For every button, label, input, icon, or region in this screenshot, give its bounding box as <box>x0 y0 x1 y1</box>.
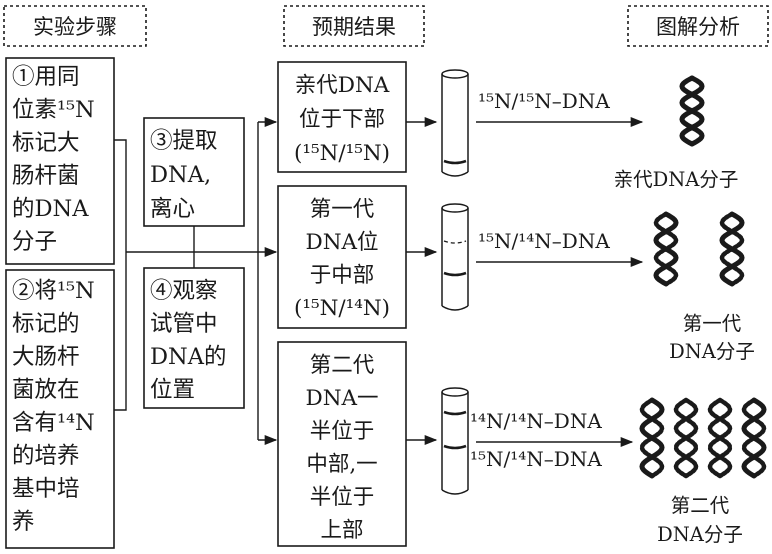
label-gen2-hybrid-dna: ¹⁵N/¹⁴N–DNA <box>470 447 602 471</box>
dna-band-upper <box>443 410 467 416</box>
step3-text: ③提取 DNA, 离心 <box>150 128 218 222</box>
label-parent-dna: ¹⁵N/¹⁵N–DNA <box>478 89 610 113</box>
step4-line: 位置 <box>150 377 195 403</box>
connectors <box>114 116 278 446</box>
step2-line: 含有¹⁴N <box>12 410 95 436</box>
step1-line: 肠杆菌 <box>12 163 80 189</box>
result-parent-line: 亲代DNA <box>295 73 390 98</box>
dna-helix-light <box>673 397 699 479</box>
caption-parent: 亲代DNA分子 <box>614 168 739 191</box>
label-gen2-light-dna: ¹⁴N/¹⁴N–DNA <box>470 409 602 433</box>
header-steps-label: 实验步骤 <box>33 15 117 39</box>
step2-text: ②将¹⁵N 标记的 大肠杆 菌放在 含有¹⁴N 的培养 基中培 养 <box>12 278 95 535</box>
dna-helix-hybrid <box>653 211 679 287</box>
result-gen1-line: (¹⁵N/¹⁴N) <box>294 296 390 321</box>
result-gen2-line: 中部,一 <box>306 452 377 477</box>
dna-band-heavy <box>443 159 467 165</box>
step1-line: ①用同 <box>12 64 80 90</box>
step1-line: 标记大 <box>12 130 80 156</box>
result-gen2-line: 上部 <box>320 518 363 543</box>
dna-helix-hybrid <box>639 397 665 479</box>
result-gen2-line: 第二代 <box>310 353 375 378</box>
result-parent-line: 位于下部 <box>299 107 385 132</box>
result-gen1-box <box>277 185 407 329</box>
step2-line: 菌放在 <box>12 377 80 403</box>
dna-band-middle <box>443 444 467 450</box>
result-gen1-line: DNA位 <box>305 230 378 255</box>
step3-line: ③提取 <box>150 128 218 154</box>
header-steps: 实验步骤 <box>3 5 147 47</box>
caption-gen2-line1: 第二代 <box>671 494 730 517</box>
result-gen2-line: 半位于 <box>310 485 375 510</box>
step2-line: 的培养 <box>12 443 80 469</box>
header-analysis-label: 图解分析 <box>656 15 740 39</box>
step2-box <box>5 269 115 549</box>
header-results: 预期结果 <box>283 5 425 47</box>
result-gen1-text: 第一代 DNA位 于中部 (¹⁵N/¹⁴N) <box>294 197 390 321</box>
dna-helices <box>639 75 767 479</box>
label-gen1-dna: ¹⁵N/¹⁴N–DNA <box>478 229 610 253</box>
result-gen1-line: 于中部 <box>310 263 375 288</box>
result-gen2-line: DNA一 <box>305 386 378 411</box>
header-analysis: 图解分析 <box>627 5 769 47</box>
step4-text: ④观察 试管中 DNA的 位置 <box>150 278 226 403</box>
result-parent-text: 亲代DNA 位于下部 (¹⁵N/¹⁵N) <box>294 73 390 166</box>
dna-helix-hybrid <box>741 397 767 479</box>
step3-line: DNA, <box>150 162 211 188</box>
dna-band-middle <box>443 271 467 277</box>
step2-line: 养 <box>12 509 35 535</box>
header-results-label: 预期结果 <box>312 15 396 39</box>
result-gen2-line: 半位于 <box>310 419 375 444</box>
result-parent-box <box>277 61 407 173</box>
step2-line: ②将¹⁵N <box>12 278 95 304</box>
caption-gen1-line1: 第一代 <box>683 312 742 335</box>
test-tube-parent <box>441 69 469 177</box>
test-tube-gen1 <box>441 203 469 311</box>
dna-helix-heavy <box>679 75 705 147</box>
step2-line: 大肠杆 <box>12 344 80 370</box>
step4-line: ④观察 <box>150 278 218 304</box>
step1-line: 位素¹⁵N <box>12 97 95 123</box>
caption-gen1-line2: DNA分子 <box>669 340 755 363</box>
step4-line: DNA的 <box>150 344 226 370</box>
dna-helix-light <box>707 397 733 479</box>
step4-line: 试管中 <box>150 311 218 337</box>
step1-text: ①用同 位素¹⁵N 标记大 肠杆菌 的DNA 分子 <box>12 64 95 255</box>
result-gen1-line: 第一代 <box>310 197 375 222</box>
step1-line: 分子 <box>12 229 57 255</box>
bracket-line <box>114 139 127 411</box>
step2-line: 标记的 <box>12 311 80 337</box>
result-gen2-text: 第二代 DNA一 半位于 中部,一 半位于 上部 <box>305 353 378 543</box>
step1-line: 的DNA <box>12 196 89 222</box>
test-tube-gen2 <box>441 387 469 495</box>
step1-box <box>5 57 115 265</box>
step2-line: 基中培 <box>12 476 80 502</box>
step3-line: 离心 <box>150 196 195 222</box>
result-parent-line: (¹⁵N/¹⁵N) <box>294 141 390 166</box>
result-gen2-box <box>277 341 407 547</box>
dna-helix-hybrid <box>719 211 745 287</box>
caption-gen2-line2: DNA分子 <box>657 523 743 546</box>
